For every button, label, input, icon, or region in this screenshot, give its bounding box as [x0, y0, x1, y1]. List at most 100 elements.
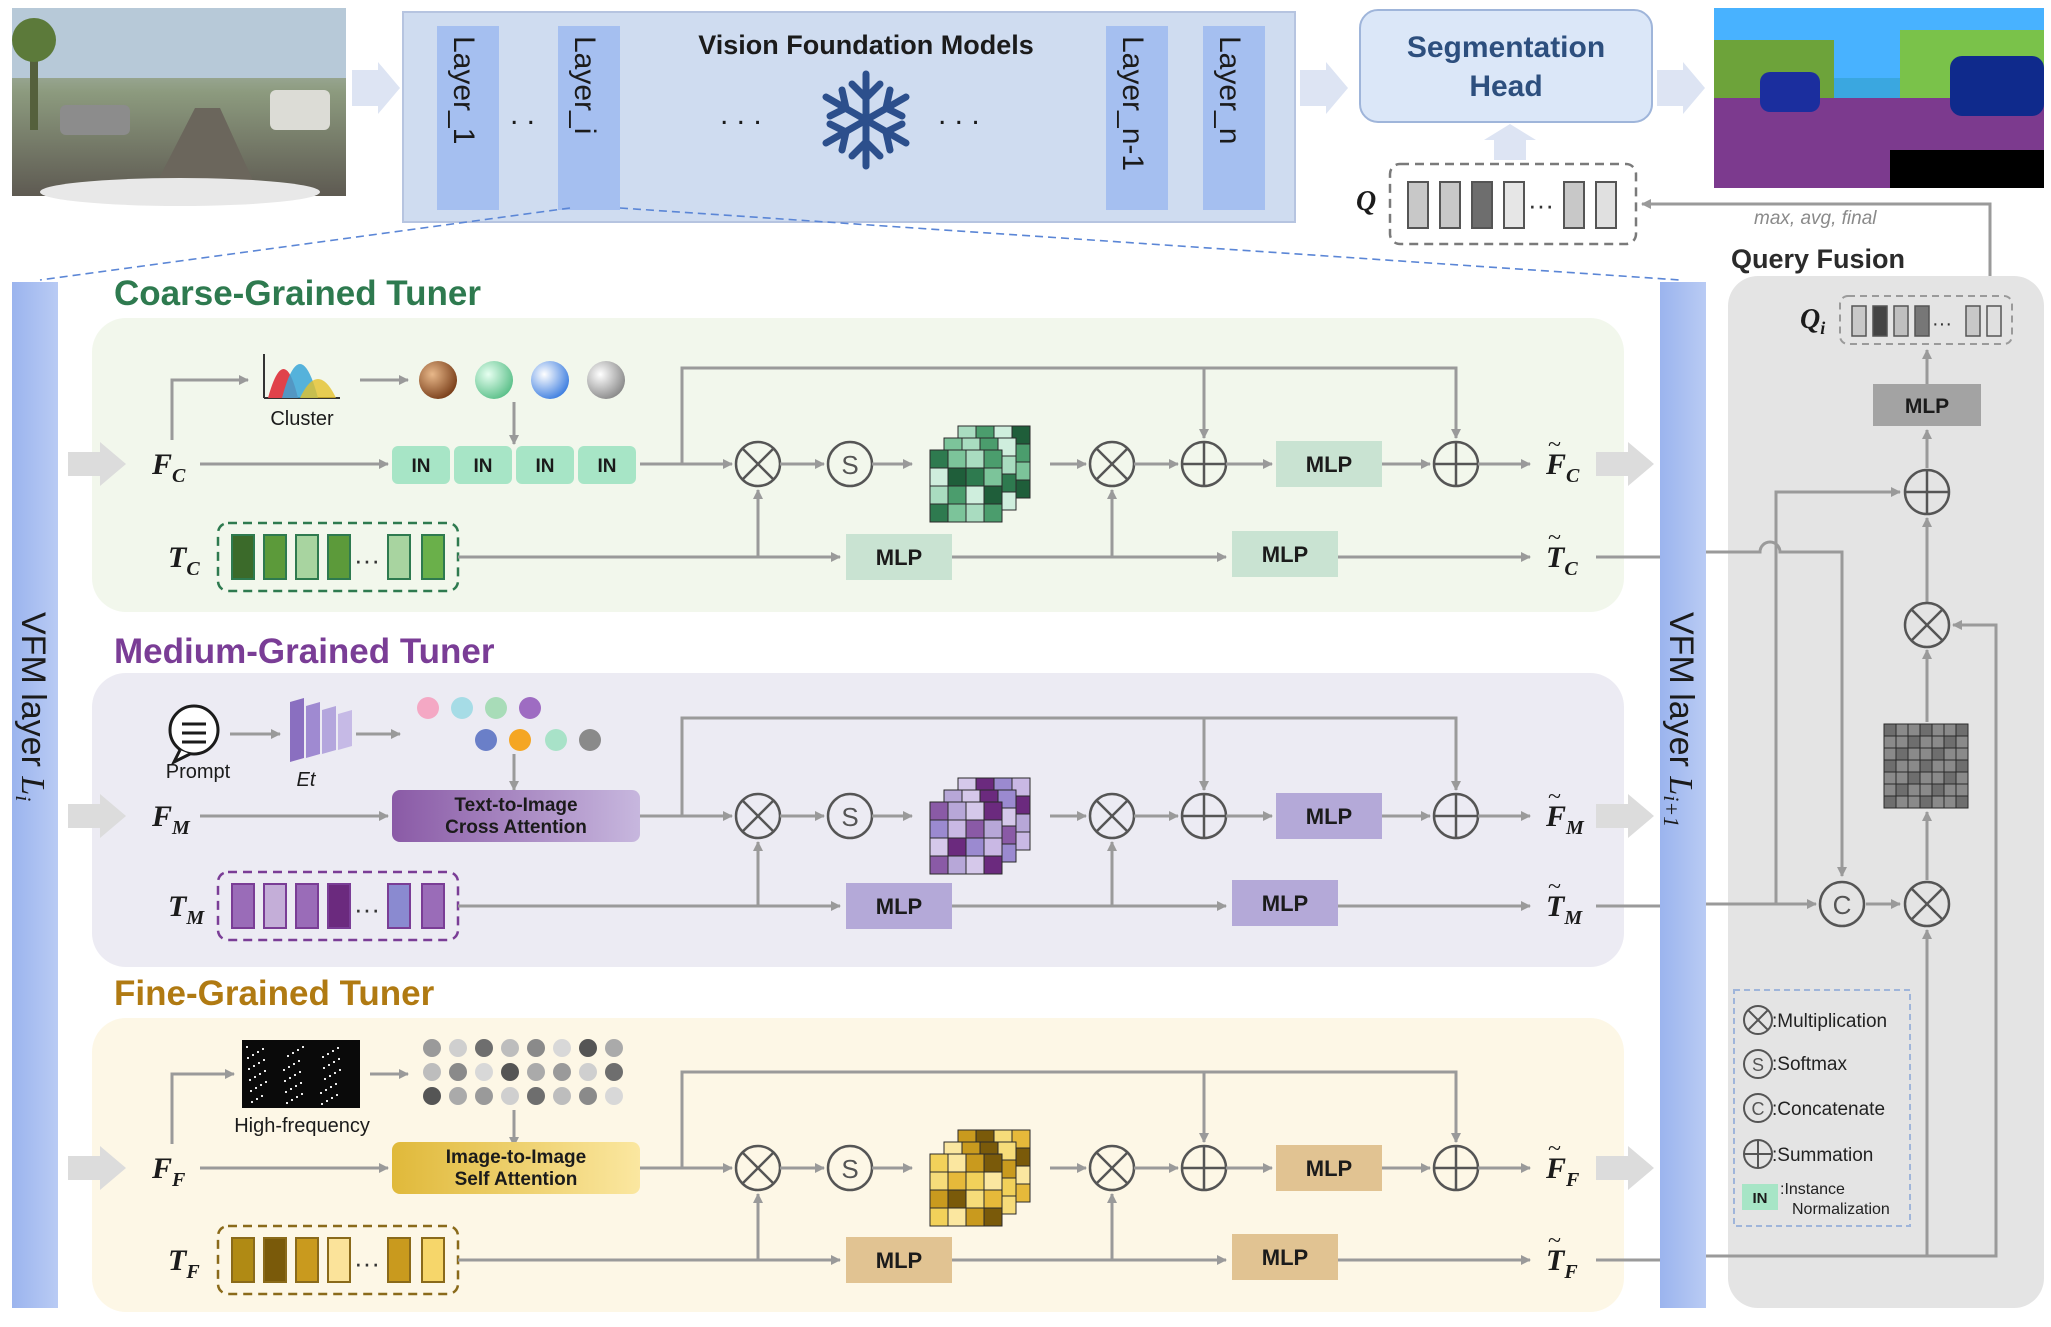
coarse-tokens-token	[327, 534, 351, 580]
coarse-mlp-t2-box	[1232, 531, 1338, 577]
medium-tokens-token	[421, 883, 445, 929]
coarse-attention-map-cell	[965, 485, 985, 505]
coarse-to-cluster	[170, 375, 249, 440]
fusion-grid-cell	[1931, 771, 1945, 785]
segmentation-output-image	[1714, 8, 2044, 188]
fine-attention-map-cell	[983, 1189, 1003, 1209]
self-attention-line1: Image-to-Image	[446, 1147, 586, 1168]
medium-attention-map-cell	[947, 855, 967, 875]
coarse-sum-op-2	[1432, 440, 1480, 488]
image-patch-token	[579, 1087, 597, 1105]
fusion-grid-cell	[1943, 759, 1957, 773]
medium-tokens-token	[387, 883, 411, 929]
fine-t-out-label: TF	[1546, 1244, 1578, 1283]
medium-mlp-main-box	[1276, 793, 1382, 839]
legend-concat-label: :Concatenate	[1772, 1099, 1885, 1120]
fusion-grid-cell	[1943, 771, 1957, 785]
image-patch-token	[423, 1087, 441, 1105]
fusion-grid-cell	[1919, 759, 1933, 773]
fine-attention-map-cell	[965, 1153, 985, 1173]
medium-attention-map	[929, 777, 1031, 875]
coarse-attention-map-cell	[983, 467, 1003, 487]
layer-i-block	[558, 26, 620, 210]
fusion-grid-cell	[1955, 759, 1969, 773]
fine-skip-outer	[680, 1070, 1461, 1168]
fusion-grid-cell	[1955, 783, 1969, 797]
medium-sum-op-2	[1432, 792, 1480, 840]
fusion-grid-cell	[1907, 723, 1921, 737]
fine-tokens-token	[263, 1237, 287, 1283]
fine-title: Fine-Grained Tuner	[114, 974, 435, 1013]
fusion-grid-cell	[1943, 795, 1957, 809]
qi-token-box	[1839, 295, 2013, 345]
fine-f-out-label: FF	[1545, 1152, 1580, 1191]
medium-mlp-t2-label: MLP	[1262, 891, 1308, 916]
coarse-tokens: ···	[216, 521, 460, 593]
fusion-grid-cell	[1883, 747, 1897, 761]
et-label: Et	[297, 769, 317, 791]
coarse-attention-map-cell	[929, 467, 949, 487]
legend-concat-icon: C	[1743, 1093, 1773, 1123]
medium-t-label: TM	[168, 890, 205, 929]
flow-arrow	[352, 62, 400, 114]
coarse-attention-map-cell	[929, 485, 949, 505]
medium-tokens-token	[327, 883, 351, 929]
fine-attention-map-cell	[983, 1171, 1003, 1191]
fine-tokens: ···	[216, 1224, 460, 1296]
vfm-frozen-box: Layer_1 Layer_i Layer_n-1 Layer_n . . . …	[402, 11, 1296, 223]
query-fusion-title: Query Fusion	[1731, 244, 1905, 274]
fine-attention-map-cell	[965, 1189, 985, 1209]
coarse-attention-map-cell	[983, 485, 1003, 505]
coarse-sum-op-1	[1180, 440, 1228, 488]
coarse-in-arrow	[68, 442, 126, 486]
image-patch-token	[501, 1087, 519, 1105]
medium-attention-map-cell	[983, 801, 1003, 821]
image-patch-token	[579, 1039, 597, 1057]
fine-mlp-main-box	[1276, 1145, 1382, 1191]
image-patch-token	[475, 1063, 493, 1081]
image-patch-token	[553, 1039, 571, 1057]
legend-mult-label: :Multiplication	[1772, 1011, 1887, 1032]
query-fusion-note: max, avg, final	[1754, 208, 1877, 229]
medium-mlp-t1-label: MLP	[876, 894, 922, 919]
medium-mlp-t2-box	[1232, 880, 1338, 926]
fusion-grid-cell	[1883, 783, 1897, 797]
fine-t-label: TF	[168, 1244, 200, 1283]
high-frequency-image-icon	[242, 1040, 360, 1108]
image-patch-token	[527, 1063, 545, 1081]
q-token-box	[1388, 162, 1638, 246]
svg-text:S: S	[841, 1154, 858, 1184]
layer-1-label: Layer_1	[447, 36, 480, 144]
fusion-grid-cell	[1955, 747, 1969, 761]
text-embedding-2	[451, 697, 473, 719]
svg-text:C: C	[1833, 890, 1852, 920]
fine-mlp-t2-box	[1232, 1234, 1338, 1280]
text-embedding-8	[579, 729, 601, 751]
fusion-grid-cell	[1955, 735, 1969, 749]
instance-norm-4	[578, 446, 636, 484]
q-label: Q	[1356, 186, 1376, 217]
coarse-attention-map-cell	[947, 503, 967, 523]
fine-tokens-ellipsis: ···	[354, 1248, 380, 1278]
coarse-t-out-label: TC	[1546, 541, 1578, 580]
instance-norm-label-1: IN	[412, 456, 431, 477]
medium-attention-map-cell	[965, 801, 985, 821]
fusion-grid-cell	[1907, 795, 1921, 809]
layer-1-block	[437, 26, 499, 210]
coarse-mlp-t1-label: MLP	[876, 545, 922, 570]
fusion-grid-cell	[1955, 795, 1969, 809]
medium-tokens-token	[231, 883, 255, 929]
fusion-grid-cell	[1883, 735, 1897, 749]
fusion-grid-cell	[1931, 783, 1945, 797]
fine-tokens-token	[327, 1237, 351, 1283]
fusion-grid-cell	[1919, 747, 1933, 761]
fusion-mult-op-upper	[1903, 601, 1951, 649]
image-patch-token	[553, 1063, 571, 1081]
medium-attention-map-cell	[929, 855, 949, 875]
coarse-title: Coarse-Grained Tuner	[114, 274, 481, 313]
coarse-tokens-token	[263, 534, 287, 580]
text-encoder-icon	[290, 698, 352, 762]
medium-attention-map-cell	[947, 837, 967, 857]
